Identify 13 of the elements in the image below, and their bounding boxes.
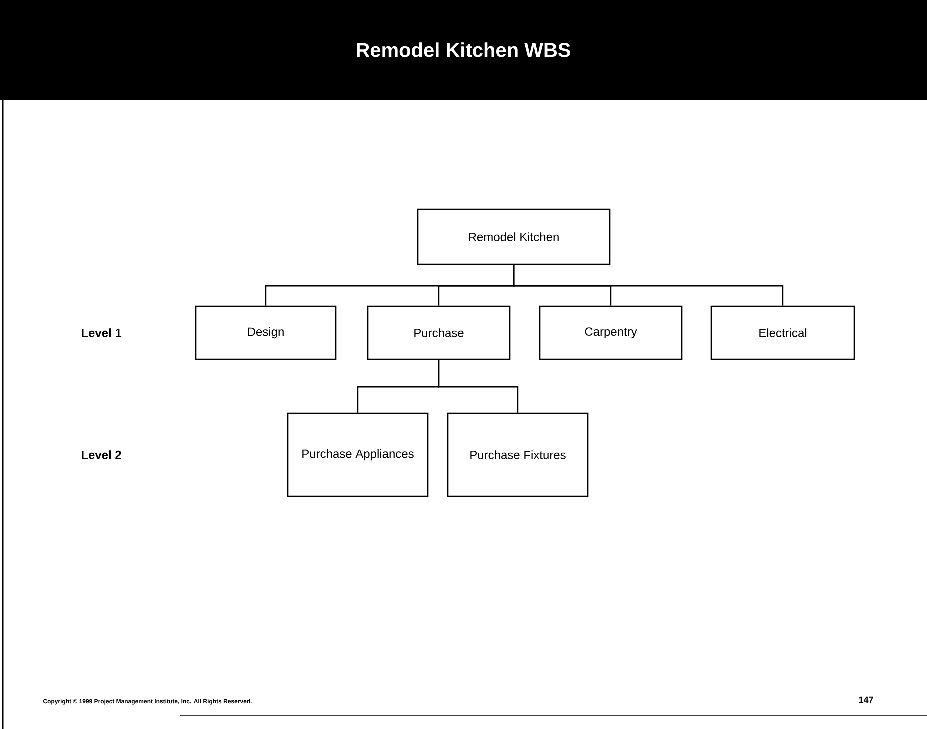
- task-box: Purchase Fixtures: [447, 412, 589, 498]
- level-label: Level 1: [82, 328, 122, 338]
- task-box: Purchase: [367, 306, 511, 360]
- connector-line: [513, 265, 784, 306]
- task-box: Remodel Kitchen: [417, 208, 611, 266]
- task-box: Design: [195, 306, 337, 360]
- task-box: Electrical: [710, 306, 856, 360]
- page-number: 147: [859, 696, 874, 704]
- task-box: Purchase Appliances: [287, 412, 429, 498]
- level-label: Level 2: [82, 450, 122, 460]
- title-banner: Remodel Kitchen WBS: [0, 0, 927, 100]
- task-box: Carpentry: [539, 306, 683, 360]
- connector-line: [438, 360, 519, 413]
